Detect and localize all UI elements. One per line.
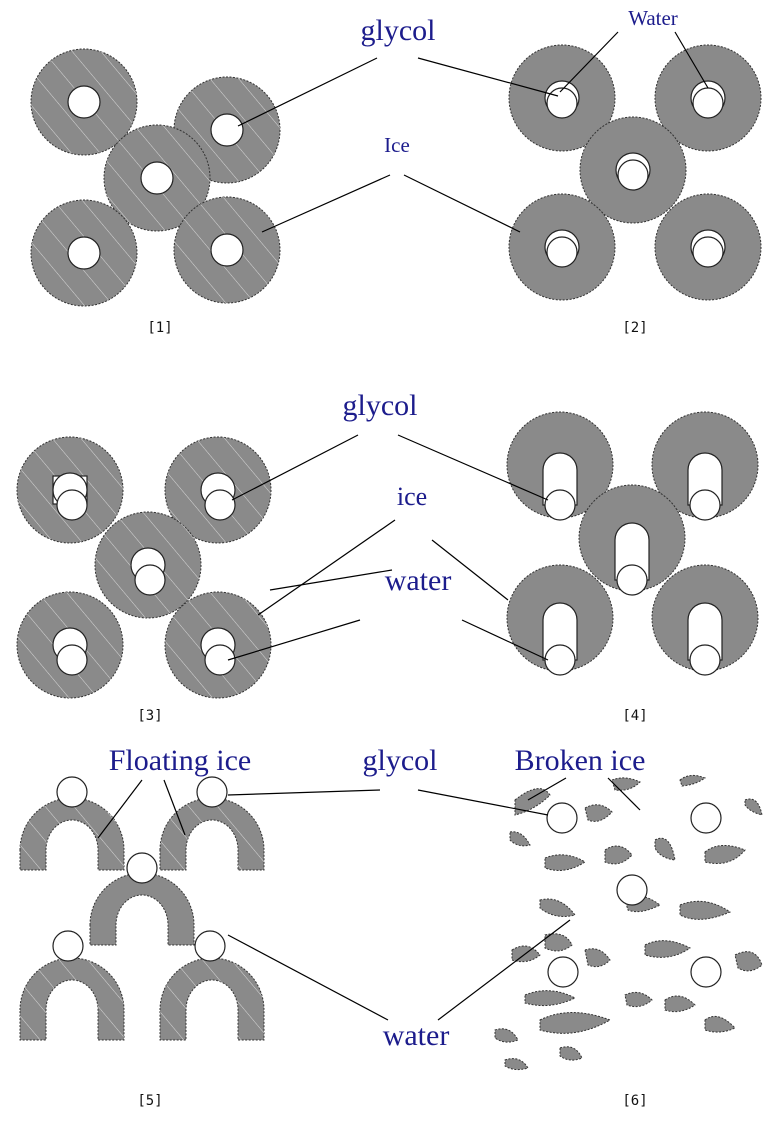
label-water: water [383, 1019, 450, 1052]
ice-arch [652, 565, 758, 675]
glycol-droplet [547, 803, 577, 833]
ice-ring-with-water [95, 512, 201, 618]
ice-arch [507, 565, 613, 675]
ice-ring-with-water [165, 592, 271, 698]
label-floating-ice: Floating ice [109, 744, 251, 777]
ice-ring [174, 197, 280, 303]
panel-1: [1] [31, 49, 280, 336]
panel-number: [5] [137, 1093, 162, 1109]
label-water: Water [628, 6, 678, 30]
glycol-droplet [691, 957, 721, 987]
panel-6: [6] [495, 775, 762, 1109]
label-ice: ice [397, 482, 427, 511]
panel-2: [2] [509, 45, 761, 336]
panel-4: [4] [507, 412, 758, 724]
ice-ring-with-water [17, 437, 123, 543]
leader-lines-row2 [228, 435, 548, 660]
label-glycol: glycol [363, 744, 438, 777]
label-glycol: glycol [361, 14, 436, 47]
panel-number: [6] [622, 1093, 647, 1109]
panel-number: [4] [622, 708, 647, 724]
panel-number: [2] [622, 320, 647, 336]
panel-number: [1] [147, 320, 172, 336]
ice-ring-with-water [655, 194, 761, 300]
floating-ice-arch [20, 931, 124, 1040]
broken-ice-fragments [495, 775, 762, 1069]
label-broken-ice: Broken ice [515, 744, 646, 777]
label-ice: Ice [384, 133, 410, 157]
glycol-droplet [691, 803, 721, 833]
panel-number: [3] [137, 708, 162, 724]
ice-ring-with-water [17, 592, 123, 698]
glycol-droplet [617, 875, 647, 905]
label-water: water [385, 564, 452, 597]
ice-ring [31, 200, 137, 306]
floating-ice-arch [160, 777, 264, 870]
glycol-droplet [548, 957, 578, 987]
panel-3: [3] [17, 437, 271, 724]
label-glycol: glycol [343, 389, 418, 422]
panel-5: [5] [20, 777, 264, 1109]
floating-ice-arch [160, 931, 264, 1040]
ice-ring-with-water [509, 194, 615, 300]
